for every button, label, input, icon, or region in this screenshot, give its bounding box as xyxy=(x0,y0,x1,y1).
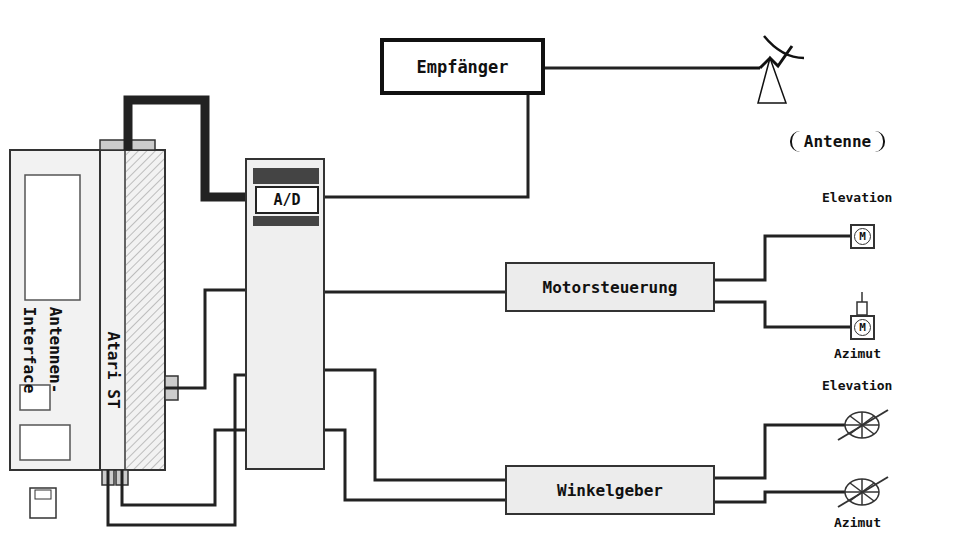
wire xyxy=(122,430,245,505)
dark-band xyxy=(253,216,319,226)
node-label: Motorsteuerung xyxy=(543,278,678,297)
motor-symbol: M xyxy=(854,228,871,245)
data-cable xyxy=(128,100,255,197)
process-box: A/D xyxy=(255,186,319,214)
dark-band xyxy=(253,168,319,184)
floppy-shutter xyxy=(35,490,51,499)
sensor-label: Elevation xyxy=(822,378,892,393)
computer-body xyxy=(10,150,165,470)
hatching xyxy=(126,151,164,469)
wire xyxy=(715,425,845,478)
screen-slot xyxy=(25,175,80,300)
angle-sensor xyxy=(838,477,888,507)
wire xyxy=(325,430,505,500)
node-label: Empfänger xyxy=(416,57,508,77)
node-label: Antenne xyxy=(790,131,885,152)
motor-label: Elevation xyxy=(822,190,892,205)
wire xyxy=(319,95,528,197)
node-label: Winkelgeber xyxy=(557,481,663,500)
wire xyxy=(545,67,720,70)
body-line xyxy=(99,150,101,470)
node-label: Antennen- Interface xyxy=(16,295,67,405)
process-box: Empfänger xyxy=(380,38,545,95)
sensor-label: Azimut xyxy=(834,515,881,530)
node-label: Atari ST xyxy=(100,270,126,470)
motor-shaft xyxy=(857,302,867,315)
motor-box: M xyxy=(850,315,875,340)
node-label: A/D xyxy=(273,191,300,209)
wire xyxy=(325,291,505,294)
motor-symbol: M xyxy=(854,319,871,336)
wire xyxy=(108,375,245,525)
floppy-icon xyxy=(30,488,56,518)
motor-box: M xyxy=(850,224,875,249)
wire xyxy=(715,302,850,327)
process-box: Antennen- InterfaceA/D xyxy=(245,158,325,470)
wire xyxy=(325,370,505,480)
slot xyxy=(20,425,70,460)
angle-sensor xyxy=(838,410,888,440)
wire xyxy=(165,290,245,388)
wire xyxy=(715,492,845,502)
motor-label: Azimut xyxy=(834,346,881,361)
antenna-node: Antenne xyxy=(720,18,905,152)
wire xyxy=(715,236,850,280)
motor-shaft xyxy=(861,292,863,302)
antenna-symbol xyxy=(720,18,840,108)
body-line xyxy=(124,150,126,470)
process-box: Motorsteuerung xyxy=(505,262,715,312)
process-box: Winkelgeber xyxy=(505,465,715,515)
